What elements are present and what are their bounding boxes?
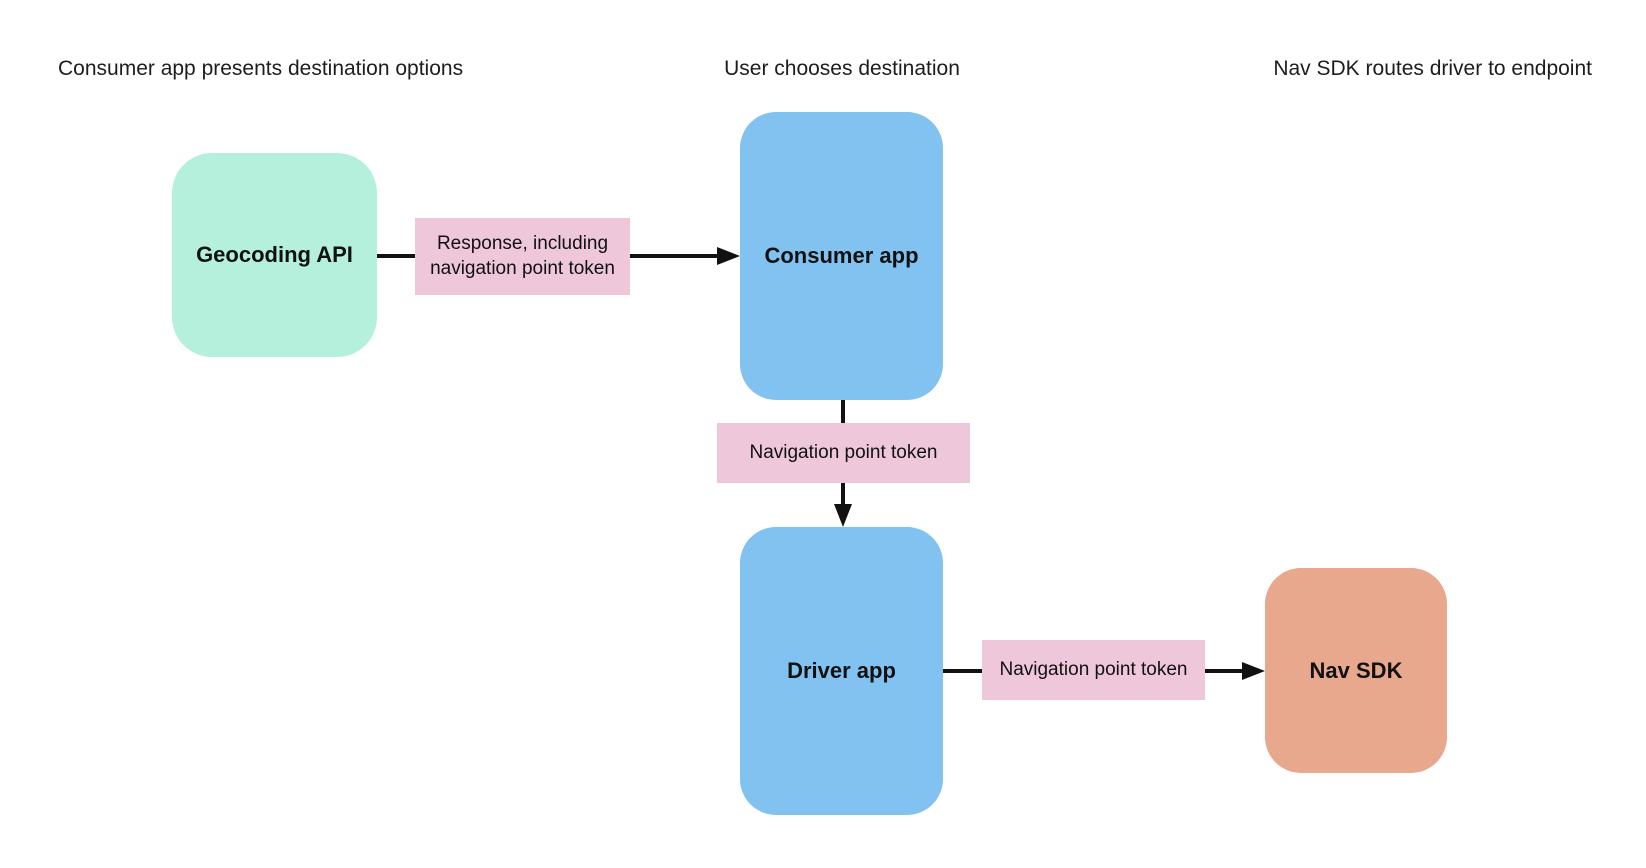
column-header-navsdk-routes: Nav SDK routes driver to endpoint — [1273, 57, 1592, 80]
arrowhead-to-navsdk-icon — [1242, 662, 1265, 680]
arrow-geocoding-to-label-line — [377, 254, 415, 258]
edge-label-navigation-token-vertical-text: Navigation point token — [749, 441, 938, 463]
arrow-label-to-navsdk-line — [1205, 669, 1245, 673]
node-nav-sdk: Nav SDK — [1265, 568, 1447, 773]
column-header-consumer-presents: Consumer app presents destination option… — [58, 57, 464, 80]
edge-label-response-token-text: Response, including navigation point tok… — [430, 232, 615, 279]
node-geocoding-api: Geocoding API — [172, 153, 377, 357]
edge-label-response-token: Response, including navigation point tok… — [415, 218, 630, 295]
column-header-user-chooses: User chooses destination — [724, 57, 960, 80]
arrowhead-to-driver-icon — [834, 504, 852, 527]
node-consumer-app-label: Consumer app — [764, 243, 919, 268]
arrow-label-to-driver-line — [841, 483, 845, 507]
arrowhead-to-consumer-icon — [717, 247, 740, 265]
node-driver-app-label: Driver app — [787, 658, 896, 683]
arrow-driver-to-label-line — [943, 669, 982, 673]
edge-label-navigation-token-horizontal: Navigation point token — [982, 640, 1205, 700]
arrow-consumer-to-label-line — [841, 400, 845, 423]
node-nav-sdk-label: Nav SDK — [1309, 657, 1403, 683]
node-consumer-app: Consumer app — [740, 112, 943, 400]
edge-label-navigation-token-vertical: Navigation point token — [717, 423, 970, 483]
node-geocoding-api-label: Geocoding API — [196, 242, 353, 267]
arrow-label-to-consumer-line — [630, 254, 720, 258]
node-driver-app: Driver app — [740, 527, 943, 815]
edge-label-navigation-token-horizontal-text: Navigation point token — [999, 658, 1188, 680]
